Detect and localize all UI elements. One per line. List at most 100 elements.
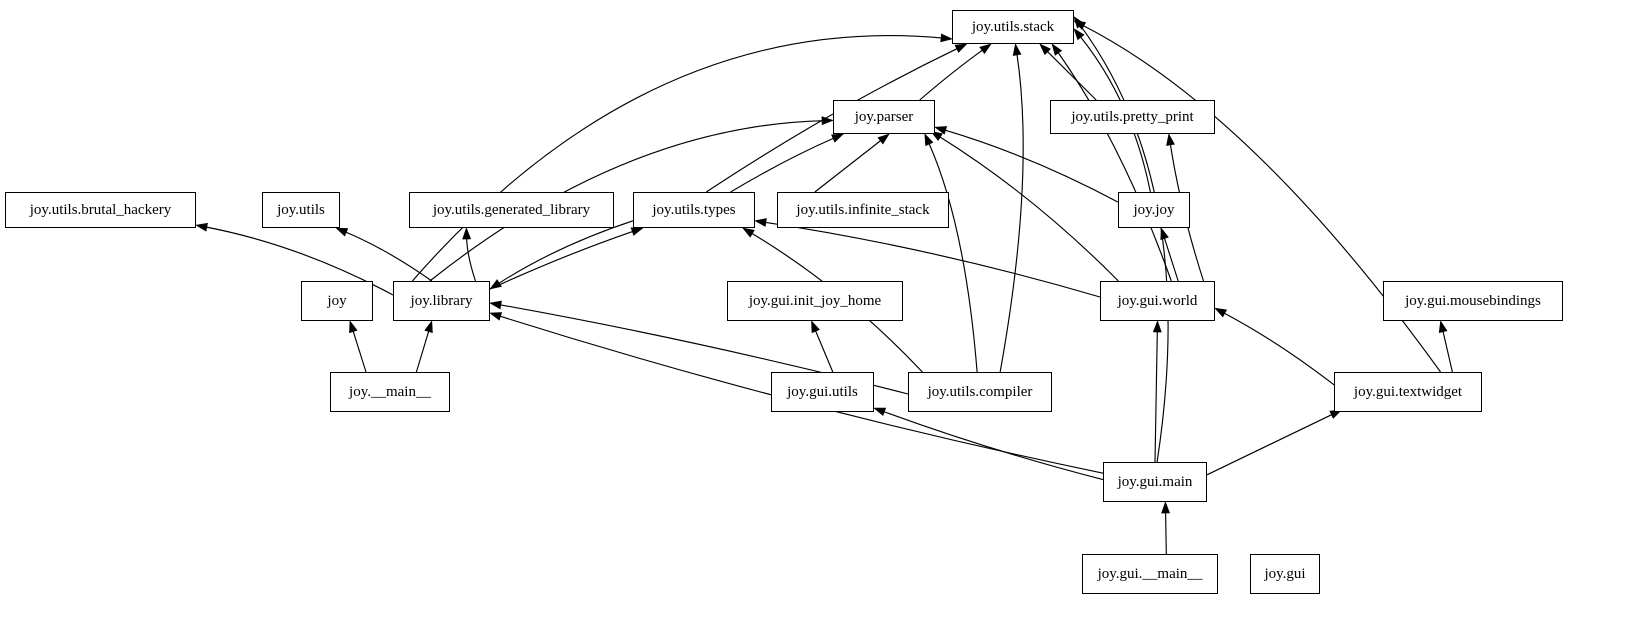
node-joy-gui-world[interactable]: joy.gui.world [1100,281,1215,321]
node-label: joy.utils.infinite_stack [796,201,930,218]
arrowhead-icon [489,312,503,321]
node-label: joy [327,292,347,309]
arrowhead-icon [1152,320,1162,333]
edge-joy-gui-main-to-joy-gui-world [1154,330,1158,463]
edge-joy-gui-world-to-joy-joy [1163,236,1179,282]
edge-joy-gui-main-to-joy-gui-utils [882,410,1104,481]
arrowhead-icon [811,320,820,334]
node-joy-gui-utils[interactable]: joy.gui.utils [771,372,874,412]
node-label: joy.utils.brutal_hackery [29,201,172,218]
arrowhead-icon [1012,43,1022,56]
node-label: joy.gui [1264,565,1306,582]
edge-joy-utils-compiler-to-joy-parser [928,142,978,373]
edge-joy-parser-to-joy-utils-stack [919,48,984,101]
arrowhead-icon [335,227,349,237]
arrowhead-icon [1039,43,1051,56]
edge-joy-gui-textwidget-to-joy-gui-mousebindings [1442,329,1453,373]
arrowhead-icon [940,33,953,43]
node-label: joy.gui.main [1117,473,1193,490]
edge-joy-utils-compiler-to-joy-utils-stack [999,53,1024,373]
arrowhead-icon [821,116,834,126]
arrowhead-icon [1161,501,1171,514]
node-joy-joy[interactable]: joy.joy [1118,192,1190,228]
node-label: joy.gui.world [1117,292,1198,309]
node-label: joy.__main__ [349,383,431,400]
node-joy-library[interactable]: joy.library [393,281,490,321]
arrowhead-icon [1073,28,1085,41]
edge-joy-gui-main-to-joy-utils-stack [1079,23,1169,463]
node-joy-utils-stack[interactable]: joy.utils.stack [952,10,1074,44]
arrowhead-icon [1166,133,1175,146]
edge-joy-gui-textwidget-to-joy-gui-world [1222,312,1335,386]
edge-joy-gui-world-to-joy-utils-types [764,221,1101,298]
node-joy-gui-main[interactable]: joy.gui.main [1103,462,1207,502]
edge-joy-joy-to-joy-parser [943,129,1119,203]
edge-joy-gui-world-to-joy-parser [938,135,1119,282]
node-label: joy.utils.pretty_print [1071,108,1194,125]
node-label: joy.utils.stack [971,18,1055,35]
node-label: joy.parser [854,108,914,125]
edge-joy-gui-world-to-joy-utils-stack [1056,51,1172,282]
arrowhead-icon [873,407,887,417]
edge-joy-library-to-joy-parser [429,120,824,282]
arrowhead-icon [924,133,934,147]
arrowhead-icon [349,320,358,334]
node-label: joy.joy [1133,201,1175,218]
node-label: joy.gui.textwidget [1353,383,1463,400]
node-joy-utils-compiler[interactable]: joy.utils.compiler [908,372,1052,412]
node-label: joy.library [410,292,473,309]
arrowhead-icon [954,43,968,53]
node-joy-gui---main--[interactable]: joy.gui.__main__ [1082,554,1218,594]
node-joy-gui-textwidget[interactable]: joy.gui.textwidget [1334,372,1482,412]
arrowhead-icon [630,227,644,236]
edge-joy-gui-main-to-joy-gui-textwidget [1206,413,1334,476]
edge-joy-utils-types-to-joy-parser [730,137,835,193]
node-joy-utils-generated-library[interactable]: joy.utils.generated_library [409,192,614,228]
edge-joy---main---to-joy-library [415,329,430,373]
edge-joy-library-to-joy-utils-generated-library [466,237,476,282]
arrowhead-icon [489,300,502,310]
arrowhead-icon [424,320,433,334]
arrowhead-icon [877,133,890,145]
node-label: joy.utils.types [652,201,736,218]
arrowhead-icon [1214,307,1228,318]
node-label: joy.gui.init_joy_home [748,292,882,309]
node-joy-utils[interactable]: joy.utils [262,192,340,228]
node-label: joy.utils.generated_library [432,201,591,218]
node-joy-utils-pretty-print[interactable]: joy.utils.pretty_print [1050,100,1215,134]
node-label: joy.utils [277,201,325,218]
edge-joy---main---to-joy [352,329,367,373]
node-joy-parser[interactable]: joy.parser [833,100,935,134]
node-joy-utils-types[interactable]: joy.utils.types [633,192,755,228]
arrowhead-icon [1073,16,1085,29]
arrowhead-icon [742,227,755,238]
node-joy---main--[interactable]: joy.__main__ [330,372,450,412]
edge-joy-gui-utils-to-joy-gui-init-joy-home [814,329,834,373]
arrowhead-icon [1438,320,1448,334]
edge-joy-library-to-joy-utils-types [489,230,635,290]
arrowhead-icon [754,218,767,227]
node-joy-gui-mousebindings[interactable]: joy.gui.mousebindings [1383,281,1563,321]
node-label: joy.utils.compiler [927,383,1033,400]
edge-joy-library-to-joy-utils-stack [411,35,943,282]
arrowhead-icon [831,133,845,143]
arrowhead-icon [489,279,502,290]
edge-joy-gui---main---to-joy-gui-main [1164,511,1167,555]
edge-joy-library-to-joy-utils [344,231,433,282]
arrowhead-icon [462,227,472,240]
arrowhead-icon [934,126,948,135]
node-joy-gui[interactable]: joy.gui [1250,554,1320,594]
node-joy-utils-infinite-stack[interactable]: joy.utils.infinite_stack [777,192,949,228]
edge-joy-utils-pretty-print-to-joy-utils-stack [1046,50,1097,101]
node-label: joy.gui.utils [787,383,858,400]
arrowhead-icon [979,43,992,55]
edge-joy-utils-infinite-stack-to-joy-parser [814,139,883,193]
node-joy[interactable]: joy [301,281,373,321]
edge-joy-utils-types-to-joy-library [497,220,634,285]
arrowhead-icon [195,222,208,232]
node-label: joy.gui.__main__ [1097,565,1203,582]
node-joy-gui-init-joy-home[interactable]: joy.gui.init_joy_home [727,281,903,321]
node-label: joy.gui.mousebindings [1405,292,1541,309]
node-joy-utils-brutal-hackery[interactable]: joy.utils.brutal_hackery [5,192,196,228]
